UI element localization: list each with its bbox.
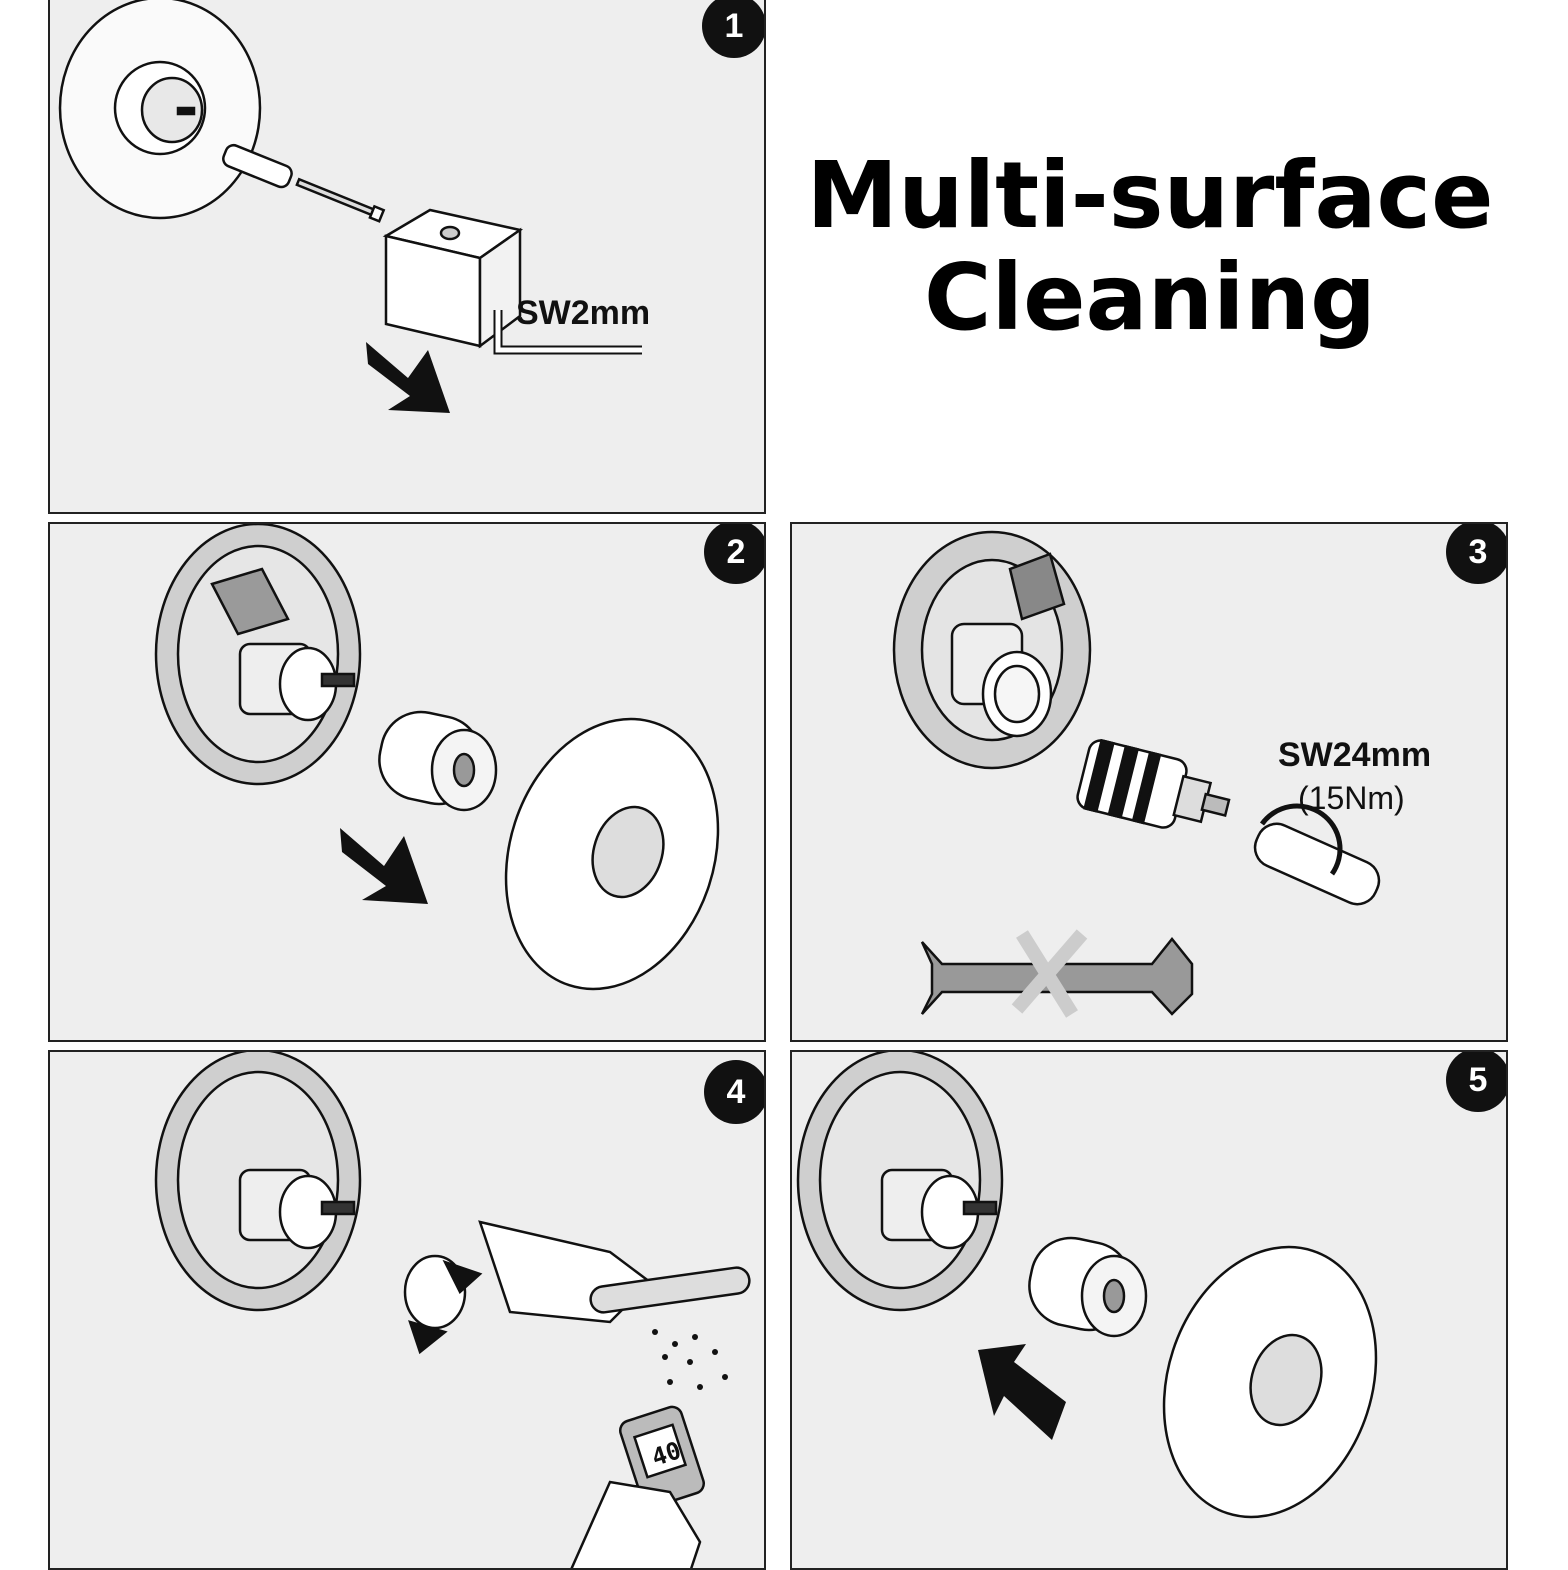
handle-cap bbox=[1028, 1236, 1148, 1338]
wrench-crossed-icon bbox=[920, 929, 1194, 1018]
step-badge-5: 5 bbox=[1446, 1052, 1506, 1112]
cartridge-part bbox=[1076, 738, 1231, 829]
step-3-illustration bbox=[892, 530, 1381, 1018]
thermometer-gun-icon bbox=[570, 1405, 705, 1568]
step-2-panel: 2 bbox=[48, 522, 766, 1042]
step-5-illustration bbox=[796, 1052, 1378, 1519]
step-3-panel: SW24mm (15Nm) 3 bbox=[790, 522, 1508, 1042]
arrow-right-down-icon bbox=[366, 342, 450, 413]
step-badge-1: 1 bbox=[702, 0, 764, 58]
step-badge-3: 3 bbox=[1446, 524, 1506, 584]
handle-block bbox=[382, 208, 524, 349]
hex-key-icon bbox=[493, 310, 642, 355]
arrow-left-up-icon bbox=[978, 1344, 1066, 1440]
step-1-illustration bbox=[58, 0, 642, 413]
hand-shower-icon bbox=[478, 1220, 751, 1324]
cover-disc bbox=[504, 717, 720, 991]
handle-cap bbox=[378, 710, 498, 812]
title-line-2: Cleaning bbox=[924, 244, 1376, 351]
screw-part bbox=[295, 177, 386, 223]
socket-size-label: SW24mm bbox=[1278, 736, 1432, 774]
step-5-panel: 5 bbox=[790, 1050, 1508, 1570]
cover-disc bbox=[1162, 1245, 1378, 1519]
step-4-illustration bbox=[154, 1052, 751, 1568]
title-line-1: Multi-surface bbox=[806, 142, 1494, 249]
hex-size-label: SW2mm bbox=[516, 294, 651, 332]
step-1-panel: SW2mm 1 bbox=[48, 0, 766, 514]
torque-label: (15Nm) bbox=[1298, 780, 1405, 816]
water-spray bbox=[652, 1329, 728, 1390]
step-badge-4: 4 bbox=[704, 1060, 764, 1124]
rotate-arrows-icon bbox=[403, 1254, 483, 1355]
step-badge-2: 2 bbox=[704, 524, 764, 584]
socket-tool-icon bbox=[1253, 803, 1381, 906]
step-4-panel: 40 4 bbox=[48, 1050, 766, 1570]
page-title: Multi-surface Cleaning bbox=[790, 145, 1510, 349]
arrow-right-down-icon bbox=[340, 828, 428, 904]
step-2-illustration bbox=[154, 524, 720, 991]
sleeve-part bbox=[222, 143, 293, 189]
